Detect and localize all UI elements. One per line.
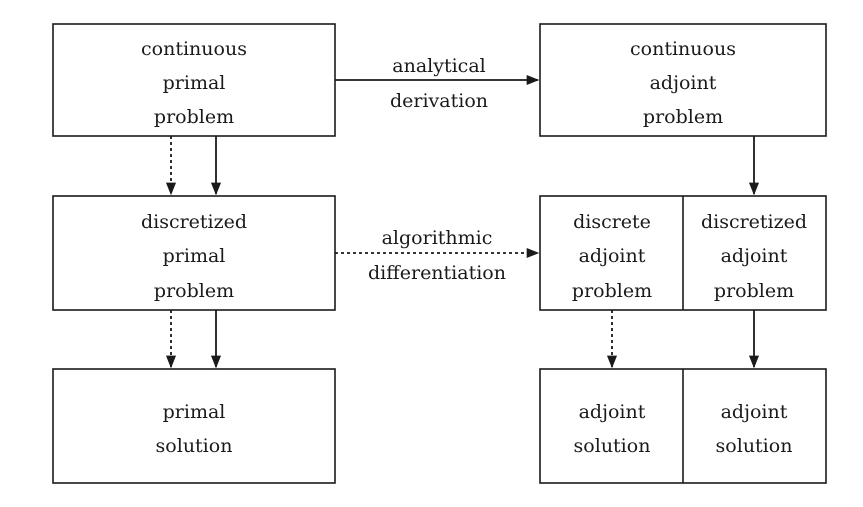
continuous-primal-line-3: problem	[154, 106, 234, 128]
discrete-adjoint-line-1: discrete	[573, 211, 651, 233]
primal-solution-box: primal solution	[52, 368, 336, 484]
continuous-primal-line-2: primal	[163, 72, 226, 94]
analytical-derivation-line-2: derivation	[390, 90, 488, 112]
discretized-adjoint-line-2: adjoint	[721, 245, 788, 267]
algorithmic-differentiation-line-2: differentiation	[368, 262, 506, 284]
adjoint-solution-box: adjoint solution adjoint solution	[539, 368, 827, 484]
continuous-adjoint-line-2: adjoint	[650, 72, 717, 94]
adjoint-solution-right-line-1: adjoint	[721, 401, 788, 423]
discrete-adjoint-line-2: adjoint	[579, 245, 646, 267]
primal-solution-line-1: primal	[163, 401, 226, 423]
continuous-primal-problem-box: continuous primal problem	[52, 23, 336, 137]
discretized-primal-line-3: problem	[154, 280, 234, 302]
continuous-primal-line-1: continuous	[141, 38, 247, 60]
adjoint-solution-left-line-2: solution	[574, 435, 651, 457]
algorithmic-differentiation-line-1: algorithmic	[382, 227, 493, 249]
adjoint-solution-right-line-2: solution	[716, 435, 793, 457]
continuous-adjoint-problem-box: continuous adjoint problem	[539, 23, 827, 137]
discretized-primal-line-1: discretized	[141, 211, 247, 233]
analytical-derivation-line-1: analytical	[392, 55, 485, 77]
continuous-adjoint-line-3: problem	[643, 106, 723, 128]
algorithmic-differentiation-label: algorithmic differentiation	[368, 227, 506, 284]
discretized-adjoint-line-1: discretized	[701, 211, 807, 233]
discrete-adjoint-line-3: problem	[572, 280, 652, 302]
primal-solution-line-2: solution	[156, 435, 233, 457]
adjoint-solution-left-line-1: adjoint	[579, 401, 646, 423]
analytical-derivation-label: analytical derivation	[390, 55, 488, 112]
discretized-primal-problem-box: discretized primal problem	[52, 195, 336, 311]
discretized-primal-line-2: primal	[163, 245, 226, 267]
discretized-adjoint-line-3: problem	[714, 280, 794, 302]
adjoint-problem-box: discrete adjoint problem discretized adj…	[539, 195, 827, 311]
continuous-adjoint-line-1: continuous	[630, 38, 736, 60]
